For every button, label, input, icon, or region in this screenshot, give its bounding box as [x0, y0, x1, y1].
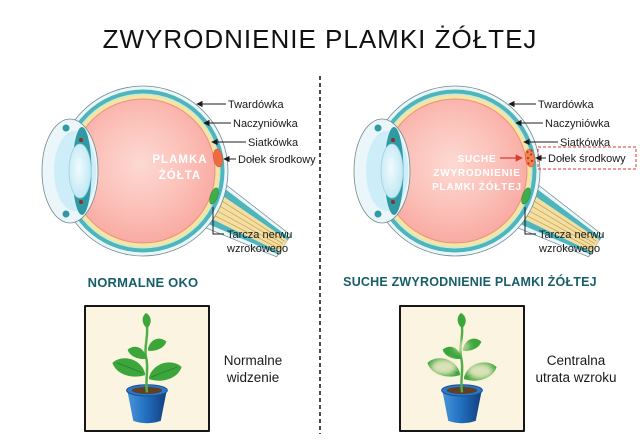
eyeball-layers	[369, 85, 541, 257]
vision-text-central-loss: Centralna utrata wzroku	[516, 352, 636, 386]
label-retina: Siatkówka	[560, 137, 611, 149]
stem	[144, 326, 149, 393]
optic-disc	[209, 187, 219, 205]
eye-labels-normal: Twardówka Naczyniówka Siatkówka Dołek śr…	[196, 99, 316, 255]
page-title: ZWYRODNIENIE PLAMKI ŻÓŁTEJ	[102, 24, 538, 54]
lens	[68, 143, 92, 199]
label-choroid: Naczyniówka	[233, 118, 299, 130]
vision-text-normal: Normalne widzenie	[193, 352, 313, 386]
macula-line-2: ŻÓŁTA	[159, 169, 201, 182]
label-sclera: Twardówka	[538, 99, 595, 111]
macula-text-normal: PLAMKA ŻÓŁTA	[152, 154, 207, 182]
drusen-dots	[526, 149, 534, 165]
vision-line-1: Normalne	[223, 353, 283, 368]
stem	[459, 326, 464, 393]
vision-line-2: widzenie	[226, 370, 280, 385]
leader-optic-disc	[212, 207, 224, 235]
pot	[442, 391, 482, 423]
central-blur-patches	[430, 340, 494, 379]
central-loss-image	[399, 305, 525, 432]
label-optic-disc-2: wzrokowego	[226, 243, 288, 255]
vision-line-1: Centralna	[546, 353, 606, 368]
label-sclera: Twardówka	[228, 99, 285, 111]
vitreous-body	[383, 99, 527, 243]
label-optic-disc-1: Tarcza nerwu	[227, 229, 292, 241]
label-choroid: Naczyniówka	[545, 118, 611, 130]
label-fovea: Dołek środkowy	[548, 153, 626, 165]
vision-line-2: utrata wzroku	[535, 370, 617, 385]
anterior-segment	[353, 118, 411, 224]
eye-diagram-normal: Twardówka Naczyniówka Siatkówka Dołek śr…	[41, 85, 316, 258]
macula-text-dry-amd: SUCHE ZWYRODNIENIE PLAMKI ŻÓŁTEJ	[432, 154, 522, 193]
plant-normal	[112, 312, 182, 423]
caption-normal-eye: NORMALNE OKO	[87, 275, 199, 290]
vitreous-body	[71, 99, 215, 243]
macula-line-1: SUCHE	[457, 154, 496, 165]
leader-optic-disc	[524, 207, 536, 235]
normal-vision-image	[84, 305, 210, 432]
eye-labels-dry-amd: Twardówka Naczyniówka Siatkówka Dołek śr…	[508, 99, 637, 255]
optic-disc	[521, 187, 531, 205]
macula-line-3: PLAMKI ŻÓŁTEJ	[432, 180, 522, 193]
macula-line-1: PLAMKA	[152, 154, 207, 166]
caption-dry-amd: SUCHE ZWYRODNIENIE PLAMKI ŻÓŁTEJ	[343, 275, 597, 289]
label-fovea: Dołek środkowy	[238, 154, 316, 166]
macula-line-2: ZWYRODNIENIE	[433, 168, 520, 179]
label-optic-disc-1: Tarcza nerwu	[539, 229, 604, 241]
eye-diagram-dry-amd: Twardówka Naczyniówka Siatkówka Dołek śr…	[353, 85, 637, 258]
fovea-degenerated	[525, 148, 535, 168]
plant-degraded	[427, 312, 497, 423]
fovea	[213, 148, 223, 168]
label-optic-disc-2: wzrokowego	[538, 243, 600, 255]
label-retina: Siatkówka	[248, 137, 299, 149]
anterior-segment	[41, 118, 99, 224]
pot	[127, 391, 167, 423]
leaf-veins	[116, 362, 178, 378]
lens	[380, 143, 404, 199]
panel-divider	[319, 76, 321, 434]
eyeball-layers	[57, 85, 229, 257]
